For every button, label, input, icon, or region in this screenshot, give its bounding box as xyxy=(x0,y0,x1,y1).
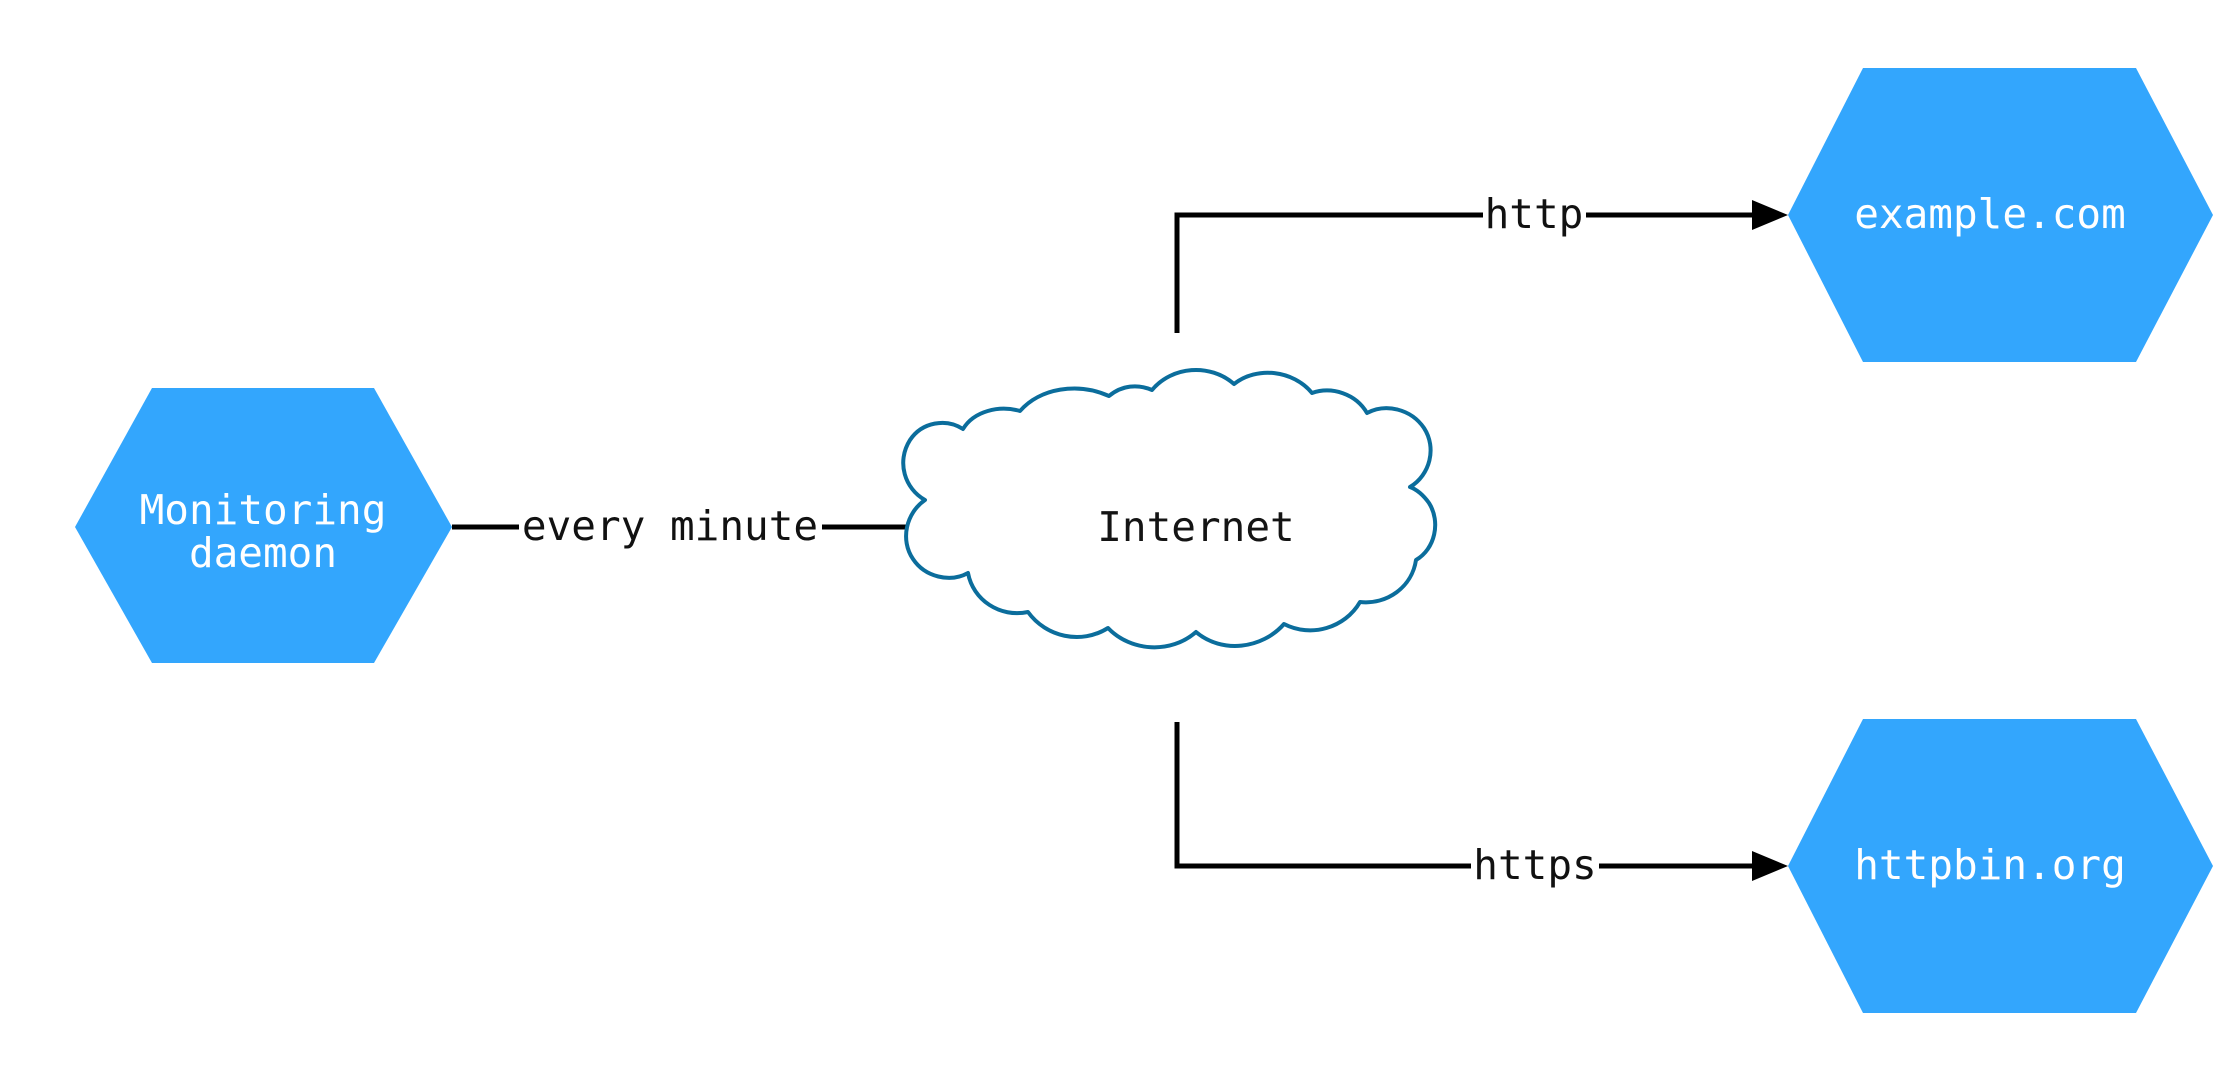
hexagon-shape-example-com xyxy=(1788,68,2213,362)
arrow-head-http xyxy=(1752,200,1788,230)
edge-label-mask-every-minute xyxy=(519,500,822,554)
edge-label-https: https xyxy=(1473,841,1596,889)
node-httpbin-org[interactable]: httpbin.org xyxy=(1788,719,2213,1013)
node-label-monitoring-daemon-line1: Monitoring xyxy=(140,486,387,534)
edge-daemon-to-internet[interactable]: every minute xyxy=(452,500,958,554)
hexagon-shape-monitoring-daemon xyxy=(75,388,452,663)
node-example-com[interactable]: example.com xyxy=(1788,68,2213,362)
edge-line-https xyxy=(1174,722,1760,869)
node-label-monitoring-daemon-line2: daemon xyxy=(189,529,337,577)
arrow-head-https xyxy=(1752,851,1788,881)
node-label-example-com: example.com xyxy=(1854,190,2126,238)
node-monitoring-daemon[interactable]: Monitoring daemon xyxy=(75,388,452,663)
edge-internet-to-httpbin[interactable]: https xyxy=(1174,722,1788,893)
node-label-httpbin-org: httpbin.org xyxy=(1854,841,2126,889)
edge-label-mask-http xyxy=(1483,188,1586,242)
node-internet[interactable]: Internet xyxy=(901,367,1438,650)
edge-label-http: http xyxy=(1485,190,1584,238)
edge-line-http xyxy=(1174,212,1760,333)
edge-internet-to-example[interactable]: http xyxy=(1174,188,1788,333)
edge-label-every-minute: every minute xyxy=(522,502,818,550)
node-label-internet: Internet xyxy=(1097,503,1294,551)
cloud-shape-internet xyxy=(901,367,1438,650)
hexagon-shape-httpbin-org xyxy=(1788,719,2213,1013)
edge-label-mask-https xyxy=(1471,839,1599,893)
